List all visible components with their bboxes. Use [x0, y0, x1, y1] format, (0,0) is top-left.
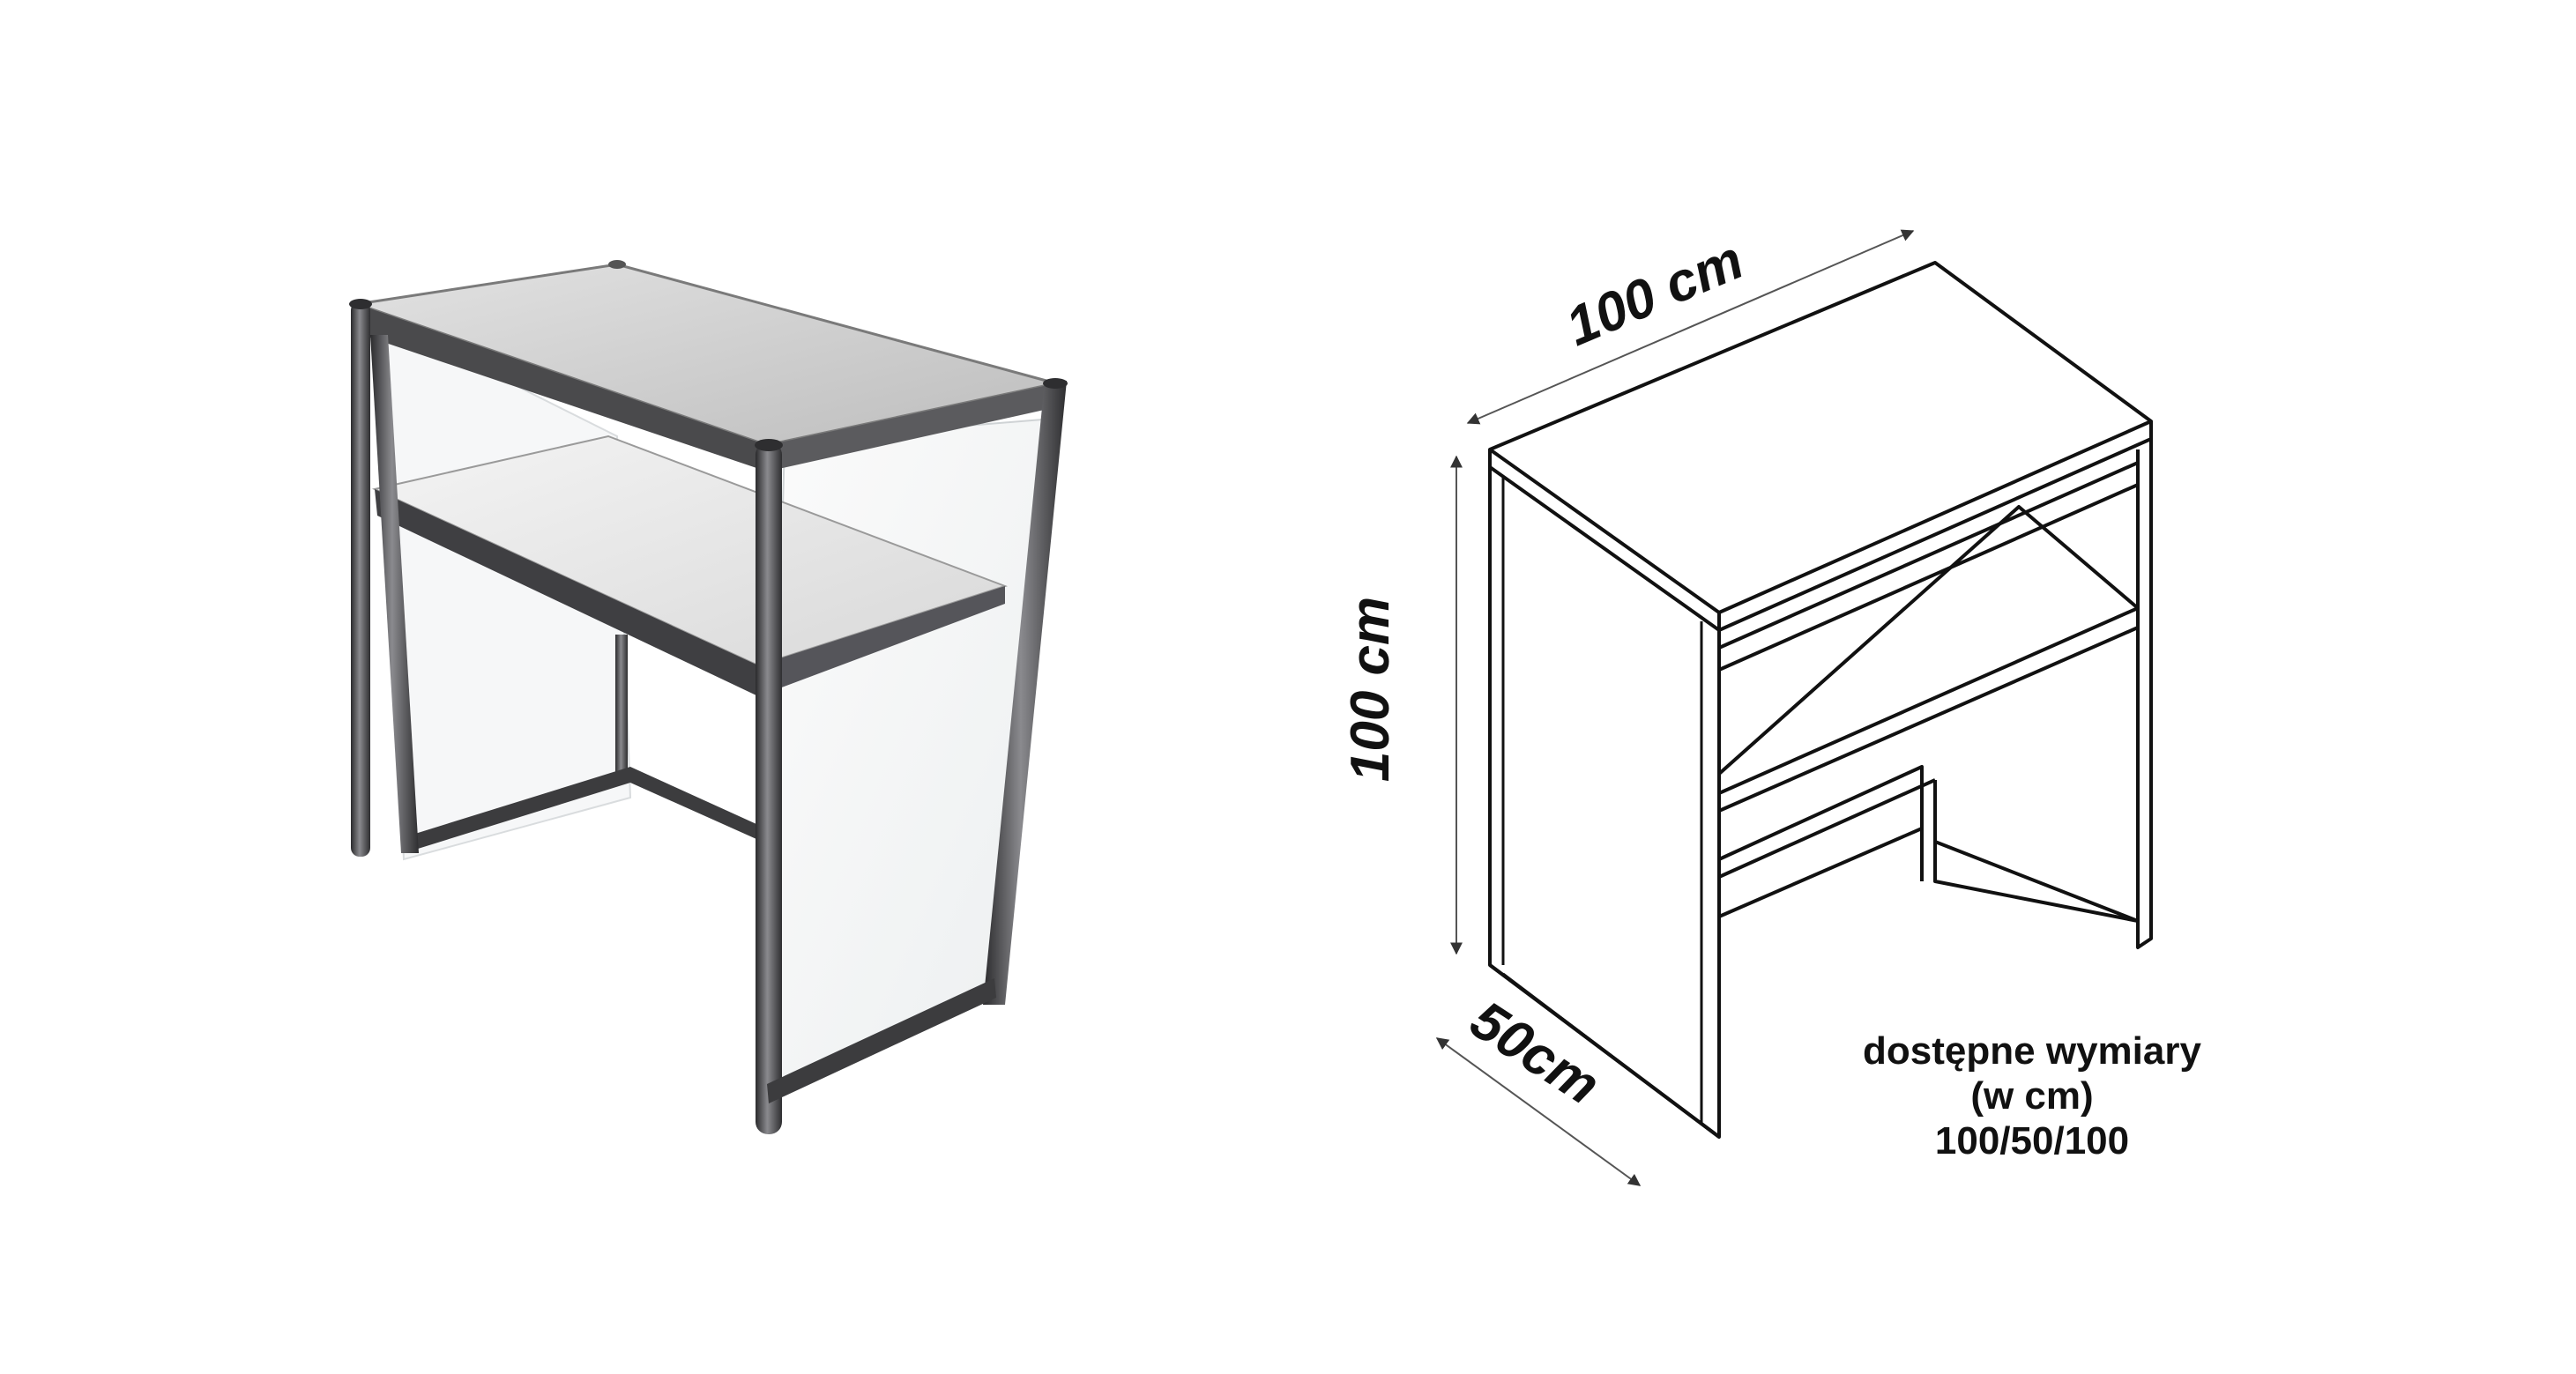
lower-crossbar [404, 767, 630, 853]
pole-cap [608, 260, 626, 269]
dimension-lines [1435, 229, 1915, 1186]
pole-cap [349, 299, 372, 309]
drawing-shelf [1717, 505, 2140, 795]
drawing-top-edge [1488, 421, 2153, 632]
drawing-lower-bar [1718, 765, 1924, 881]
rear-right-pole [983, 381, 1067, 1005]
depth-label: 50cm [1460, 990, 1611, 1117]
pole-cap [755, 439, 783, 451]
height-label: 100 cm [1340, 597, 1401, 782]
drawing-lower-bar-2 [1718, 778, 1936, 879]
depth-dim-line [1435, 1037, 1642, 1186]
drawing-back-rail-2 [1718, 483, 2139, 672]
bottom-rail [767, 978, 996, 1103]
width-dim-line [1466, 229, 1915, 425]
drawing-right-panel [2136, 439, 2153, 949]
front-right-pole [756, 442, 782, 1134]
width-label: 100 cm [1558, 229, 1753, 358]
left-rear-pole [351, 301, 370, 857]
drawing-lower-bar-3 [1933, 780, 2139, 923]
top-front-rail [357, 304, 767, 472]
pole-cap [1043, 378, 1068, 389]
product-photo [349, 260, 1068, 1134]
top-side-rail [767, 383, 1056, 472]
shelf-front-rail [375, 489, 758, 696]
drawing-lower-bar-4 [1718, 827, 1923, 918]
note-line-1: dostępne wymiary [1863, 1029, 2201, 1073]
drawing-back-rail [1718, 461, 2139, 650]
shelf-side-rail [758, 586, 1005, 696]
lower-crossbar-2 [630, 767, 756, 839]
drawing-lower-bar-5 [1934, 840, 2139, 923]
technical-drawing [1488, 261, 2153, 1139]
available-dimensions-note: dostępne wymiary (w cm) 100/50/100 [1863, 1029, 2201, 1162]
left-leg [370, 335, 419, 853]
note-line-2: (w cm) [1970, 1074, 2093, 1118]
back-center-post [615, 635, 628, 776]
note-line-3: 100/50/100 [1935, 1119, 2129, 1162]
drawing-shelf-front [1717, 608, 2140, 813]
